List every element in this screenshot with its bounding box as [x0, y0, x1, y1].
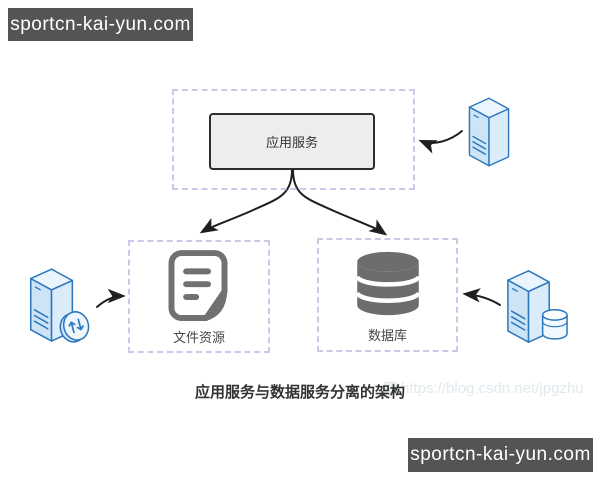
transfer-badge-icon: [59, 311, 90, 343]
csdn-logo-icon: [384, 382, 397, 395]
csdn-watermark-text: https://blog.csdn.net/jpgzhu: [401, 380, 584, 397]
diagram-caption: 应用服务与数据服务分离的架构: [194, 384, 405, 401]
database-label: 数据库: [367, 328, 407, 343]
app-service-group-box: [172, 89, 415, 190]
watermark-banner-top-text: sportcn-kai-yun.com: [10, 13, 191, 35]
app-service-node: 应用服务: [209, 113, 375, 170]
server-upload-icon: [29, 268, 90, 343]
document-icon: [168, 250, 228, 321]
watermark-banner-bottom: sportcn-kai-yun.com: [408, 438, 593, 472]
app-service-label: 应用服务: [265, 135, 318, 150]
file-resource-group-box: [128, 240, 270, 353]
arrow-dbhost-to-database: [462, 288, 501, 306]
file-resource-label: 文件资源: [172, 330, 225, 345]
database-badge-icon: [541, 309, 568, 340]
server-icon: [468, 97, 510, 167]
watermark-banner-top: sportcn-kai-yun.com: [8, 8, 193, 41]
arrow-uploadhost-to-file: [96, 288, 126, 308]
database-cylinder-icon: [354, 251, 422, 316]
server-database-icon: [507, 270, 568, 343]
csdn-watermark: https://blog.csdn.net/jpgzhu: [384, 380, 584, 397]
database-group-box: [317, 238, 458, 352]
arrow-server-to-app: [418, 130, 463, 154]
watermark-banner-bottom-text: sportcn-kai-yun.com: [410, 444, 591, 465]
